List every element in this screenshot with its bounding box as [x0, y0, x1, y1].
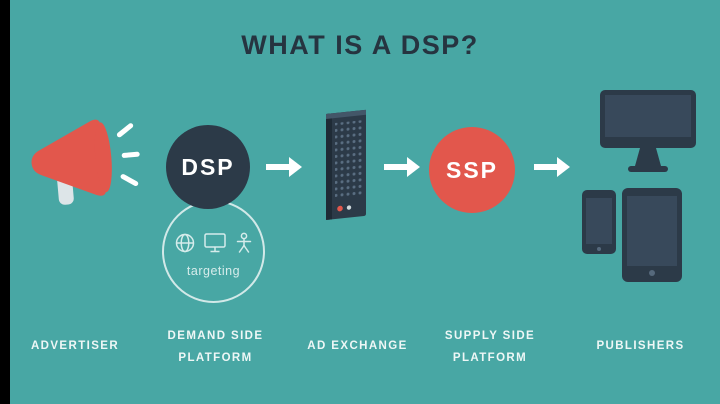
monitor-icon [203, 232, 227, 259]
publishers-label: PUBLISHERS [596, 340, 685, 352]
targeting-circle: targeting [162, 200, 265, 303]
desktop-monitor-icon [600, 90, 696, 181]
ssp-label-line1: SUPPLY SIDE [444, 330, 536, 342]
dsp-label: DEMAND SIDE PLATFORM [148, 325, 283, 369]
globe-icon [174, 232, 196, 259]
dsp-node: DSP [166, 125, 250, 209]
devices-icon [582, 90, 702, 295]
ssp-label: SUPPLY SIDE PLATFORM [424, 325, 556, 369]
page-title: WHAT IS A DSP? [241, 30, 479, 60]
arrow-right-icon [534, 157, 570, 177]
ssp-label-line2: PLATFORM [452, 352, 528, 364]
targeting-icons [164, 232, 263, 259]
dsp-abbr: DSP [181, 153, 235, 180]
person-icon [234, 232, 254, 259]
smartphone-icon [582, 190, 616, 259]
ad-exchange-label: AD EXCHANGE [307, 340, 408, 352]
dsp-label-line2: PLATFORM [178, 352, 253, 364]
arrow-right-icon [266, 157, 302, 177]
server-tower-icon [316, 105, 374, 225]
ssp-abbr: SSP [445, 156, 499, 183]
dsp-label-line1: DEMAND SIDE [167, 330, 264, 342]
ssp-node: SSP [429, 127, 515, 213]
tablet-icon [622, 188, 682, 287]
megaphone-icon [22, 111, 145, 221]
advertiser-label: ADVERTISER [30, 340, 120, 352]
targeting-label: targeting [186, 264, 241, 278]
arrow-right-icon [384, 157, 420, 177]
left-black-bar [0, 0, 10, 404]
